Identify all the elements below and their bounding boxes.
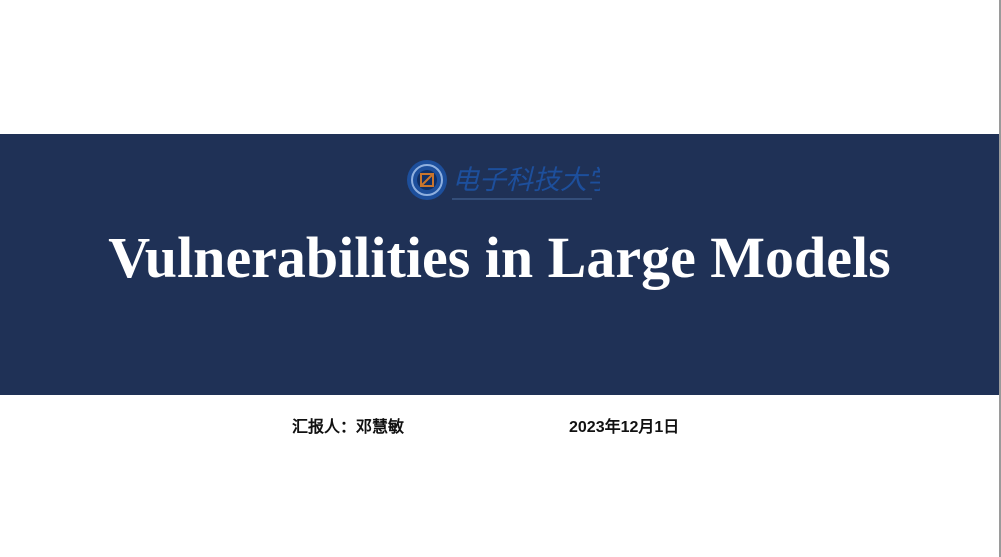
- university-logo: 电子科技大学: [407, 160, 600, 200]
- university-seal-icon: [407, 160, 447, 200]
- university-logo-text: 电子科技大学: [452, 165, 600, 196]
- slide-right-edge: [999, 0, 1001, 557]
- reporter-label: 汇报人：邓慧敏: [292, 419, 405, 436]
- presentation-date: 2023年12月1日: [569, 419, 680, 436]
- slide-title: Vulnerabilities in Large Models: [108, 225, 891, 290]
- title-banner: [0, 134, 999, 395]
